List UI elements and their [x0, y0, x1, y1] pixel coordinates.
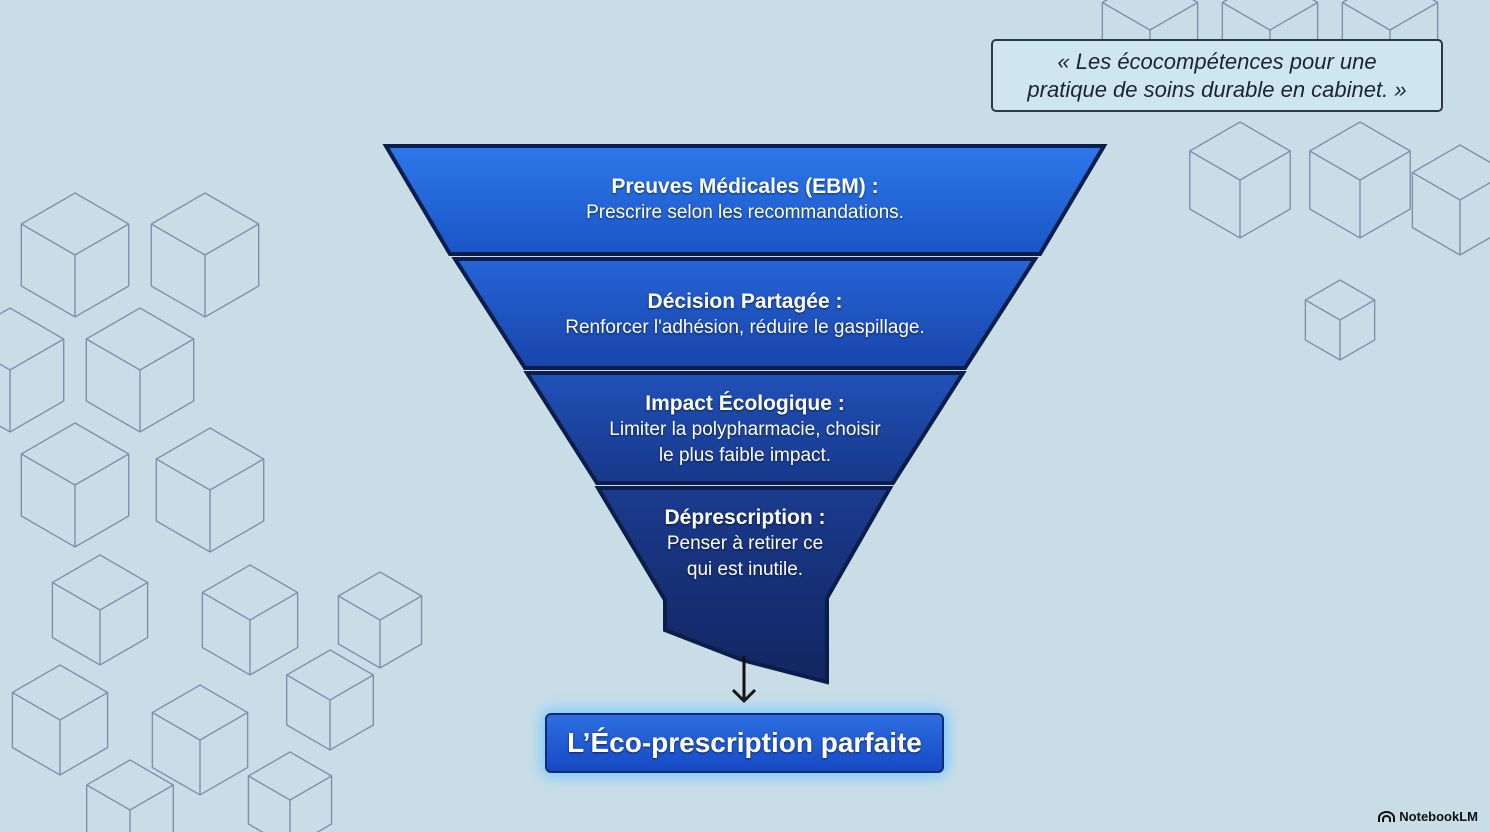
down-arrow-icon [731, 656, 757, 704]
funnel-tier-3-shape [523, 371, 967, 485]
tier-description: Prescrire selon les recommandations. [586, 202, 904, 223]
tier-title: Impact Écologique : [645, 392, 845, 415]
result-label: L’Éco-prescription parfaite [567, 727, 922, 758]
quote-box: « Les écocompétences pour une pratique d… [991, 39, 1443, 112]
brand-watermark: NotebookLM [1378, 809, 1478, 824]
tier-shared-decision: Décision Partagée : Renforcer l'adhésion… [515, 289, 975, 341]
tier-deprescription: Déprescription : Penser à retirer ce qui… [615, 505, 875, 583]
funnel-tier-2-shape [451, 257, 1039, 370]
tier-title: Décision Partagée : [647, 290, 843, 313]
quote-text: « Les écocompétences pour une pratique d… [1027, 48, 1407, 102]
brand-name: NotebookLM [1399, 809, 1478, 824]
funnel-tier-1-shape [382, 144, 1108, 256]
tier-description: Penser à retirer ce qui est inutile. [666, 533, 824, 580]
funnel-tier-4-shape [594, 486, 894, 685]
tier-evidence-based-medicine: Preuves Médicales (EBM) : Prescrire selo… [495, 174, 995, 226]
result-box: L’Éco-prescription parfaite [545, 713, 944, 773]
notebooklm-logo-icon [1378, 810, 1396, 822]
tier-description: Limiter la polypharmacie, choisir le plu… [609, 419, 881, 466]
tier-title: Preuves Médicales (EBM) : [611, 175, 879, 198]
tier-description: Renforcer l'adhésion, réduire le gaspill… [565, 317, 925, 338]
tier-ecological-impact: Impact Écologique : Limiter la polypharm… [555, 391, 935, 469]
tier-title: Déprescription : [664, 506, 826, 529]
